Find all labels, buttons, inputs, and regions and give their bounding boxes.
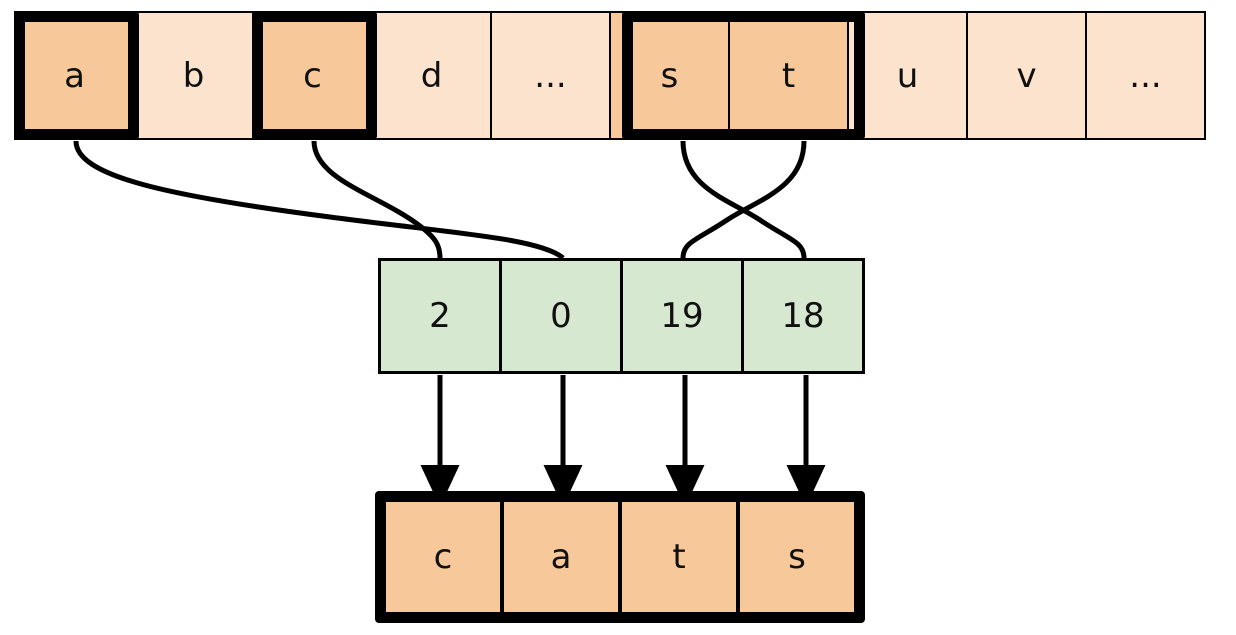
index-cell[interactable]: 19: [620, 258, 744, 374]
alphabet-cell[interactable]: t: [728, 11, 849, 140]
output-cell[interactable]: c: [386, 502, 504, 612]
alphabet-cell[interactable]: b: [133, 11, 254, 140]
index-cell[interactable]: 2: [378, 258, 502, 374]
index-cell[interactable]: 0: [499, 258, 623, 374]
wire-c-to-index-2: [311, 140, 443, 259]
alphabet-cell[interactable]: v: [966, 11, 1087, 140]
output-cell[interactable]: a: [504, 502, 622, 612]
output-cell[interactable]: t: [622, 502, 740, 612]
output-cell[interactable]: s: [740, 502, 854, 612]
wire-s-to-index-18: [680, 140, 807, 259]
alphabet-cell[interactable]: ...: [490, 11, 611, 140]
alphabet-cell[interactable]: c: [252, 11, 373, 140]
alphabet-cell[interactable]: s: [609, 11, 730, 140]
wire-a-to-index-0: [73, 140, 565, 260]
index-cell[interactable]: 18: [741, 258, 865, 374]
alphabet-cell[interactable]: d: [371, 11, 492, 140]
alphabet-cell[interactable]: ...: [1085, 11, 1206, 140]
wire-t-to-index-19: [680, 140, 807, 259]
alphabet-cell[interactable]: a: [14, 11, 135, 140]
alphabet-cell[interactable]: u: [847, 11, 968, 140]
